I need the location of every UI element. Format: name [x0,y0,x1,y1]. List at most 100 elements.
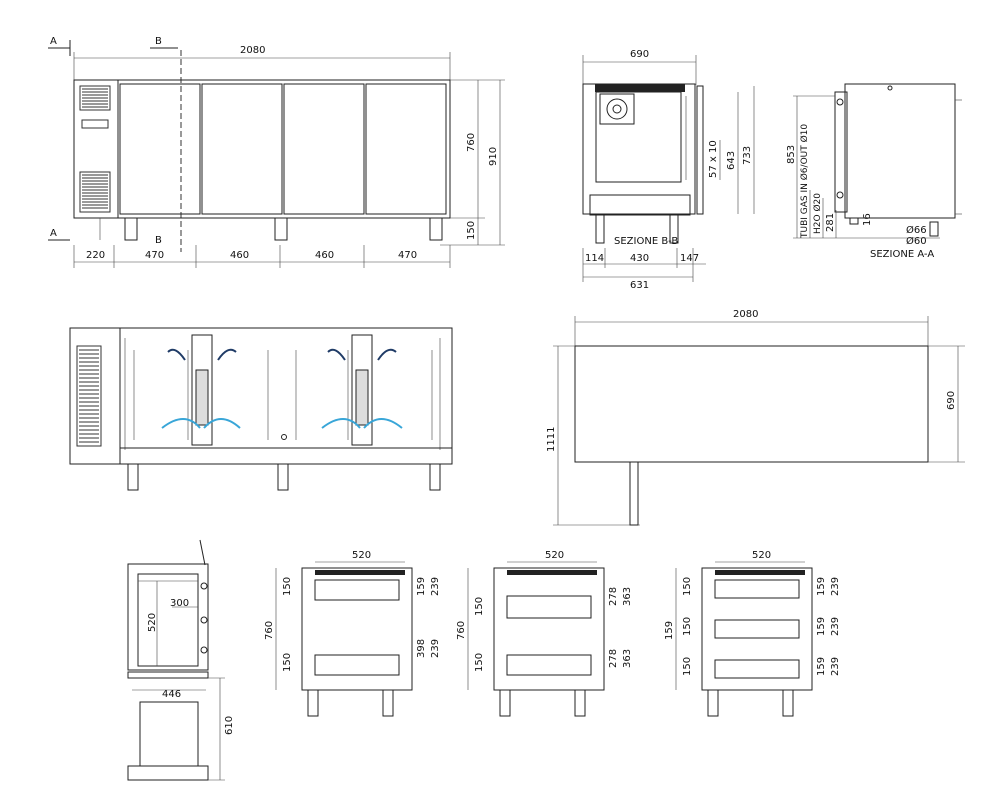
interior-leg-3 [429,463,441,491]
dim-p3-159a: 159 [816,577,827,596]
dim-secb-114: 114 [585,253,604,264]
seca-label: SEZIONE A-A [870,249,934,260]
dim-drawer-520: 520 [147,613,158,632]
leg-1 [124,217,138,241]
dim-body-height: 760 [466,133,477,152]
top-open-door [629,461,639,526]
section-mark-b-top: B [155,36,162,47]
drawer-base [127,765,209,781]
drawer-config-1: 520 760 150 150 159 239 398 239 [264,550,441,717]
drawer-config-2: 520 760 150 150 278 363 278 363 [456,550,633,717]
dim-seg-3: 460 [230,250,249,261]
dim-p2-760: 760 [456,621,467,640]
dim-p3-159c: 159 [816,657,827,676]
dim-p1-239: 239 [430,577,441,596]
cabinet-body [73,79,451,219]
interior-airflow-view [69,327,453,491]
p1-body [301,567,413,691]
p2-body [493,567,605,691]
dim-p2-278b: 278 [608,649,619,668]
dim-p3-239a: 239 [830,577,841,596]
dim-secb-643: 643 [726,151,737,170]
airflow-arrow-in-left-2 [321,418,361,429]
leg-2 [274,217,288,241]
drawer-extended [139,701,199,767]
dim-p3-150b: 150 [682,617,693,636]
seca-gas-label: TUBI GAS IN Ø6/OUT Ø10 [799,124,810,239]
dim-p1-159: 159 [416,577,427,596]
dim-secb-147: 147 [680,253,699,264]
dim-p1-760: 760 [264,621,275,640]
compressor-housing [73,79,119,219]
dim-p3-width: 520 [752,550,771,561]
dim-top-width: 2080 [733,309,758,320]
interior-leg-2 [277,463,289,491]
dim-top-open: 1111 [546,427,557,452]
dim-p2-width: 520 [545,550,564,561]
dim-secb-width: 690 [630,49,649,60]
secb-inner-frame [595,91,682,183]
dim-p1-398: 398 [416,639,427,658]
interior-vent-grille [76,345,102,447]
interior-compressor [69,327,121,465]
dim-p2-363a: 363 [622,587,633,606]
dim-secb-430: 430 [630,253,649,264]
dim-drawer-300: 300 [170,598,189,609]
seca-body [844,83,956,219]
p1-drawer-top [314,579,400,601]
section-mark-b-bottom: B [155,235,162,246]
dim-p2-150a: 150 [474,597,485,616]
fan-icon [606,98,628,120]
airflow-arrow-out-right-1 [217,348,237,361]
dim-p2-278a: 278 [608,587,619,606]
dim-drawer-446: 446 [162,689,181,700]
front-view: A A B B 2080 [48,36,505,268]
airflow-arrow-in-left-1 [161,418,201,429]
control-panel [81,119,109,129]
dim-seg-5: 470 [398,250,417,261]
dim-seg-2: 470 [145,250,164,261]
dim-p3-239b: 239 [830,617,841,636]
drawer-config-3: 520 159 150 150 150 159 239 159 239 159 … [664,550,841,717]
section-mark-a-bottom: A [50,228,57,239]
secb-leg-1 [595,214,605,244]
dim-leg-height: 150 [466,221,477,240]
dim-p1-width: 520 [352,550,371,561]
vent-grille-top [79,85,111,111]
airflow-arrow-out-left-1 [167,348,186,361]
p2-drawer-bottom [506,654,592,676]
dim-p1-239b: 239 [430,639,441,658]
dim-seca-281: 281 [825,213,836,232]
top-worktop [574,345,929,463]
drawer-side-view: 300 520 446 610 [127,539,235,781]
evaporator-2 [351,334,373,446]
door-2 [201,83,283,215]
interior-leg-1 [127,463,139,491]
dim-p2-363b: 363 [622,649,633,668]
dim-drawer-610: 610 [224,716,235,735]
drawer-cabinet [127,563,209,671]
dim-p3-150a: 150 [682,577,693,596]
secb-base [589,194,691,216]
airflow-arrow-out-right-2 [377,348,397,361]
dim-seg-4: 460 [315,250,334,261]
dim-p1-150b: 150 [282,653,293,672]
secb-door [696,85,704,215]
door-4 [365,83,447,215]
dim-p3-760: 159 [664,621,675,640]
dim-seca-d60: Ø60 [906,235,927,247]
airflow-arrow-out-left-2 [327,348,346,361]
dim-p3-159b: 159 [816,617,827,636]
airflow-arrow-in-right-2 [363,418,403,429]
dim-seca-16: 16 [862,213,873,226]
drawer-plinth [127,671,209,679]
section-b-b-view: 690 SEZIONE B-B 57 x 10 643 733 114 430 … [582,49,755,291]
dim-secb-57x10: 57 x 10 [708,140,719,178]
p1-drawer-bottom [314,654,400,676]
dim-seca-d66: Ø66 [906,224,927,236]
dim-seca-853: 853 [786,145,797,164]
dim-overall-width: 2080 [240,45,265,56]
drawer-opening [137,573,199,667]
